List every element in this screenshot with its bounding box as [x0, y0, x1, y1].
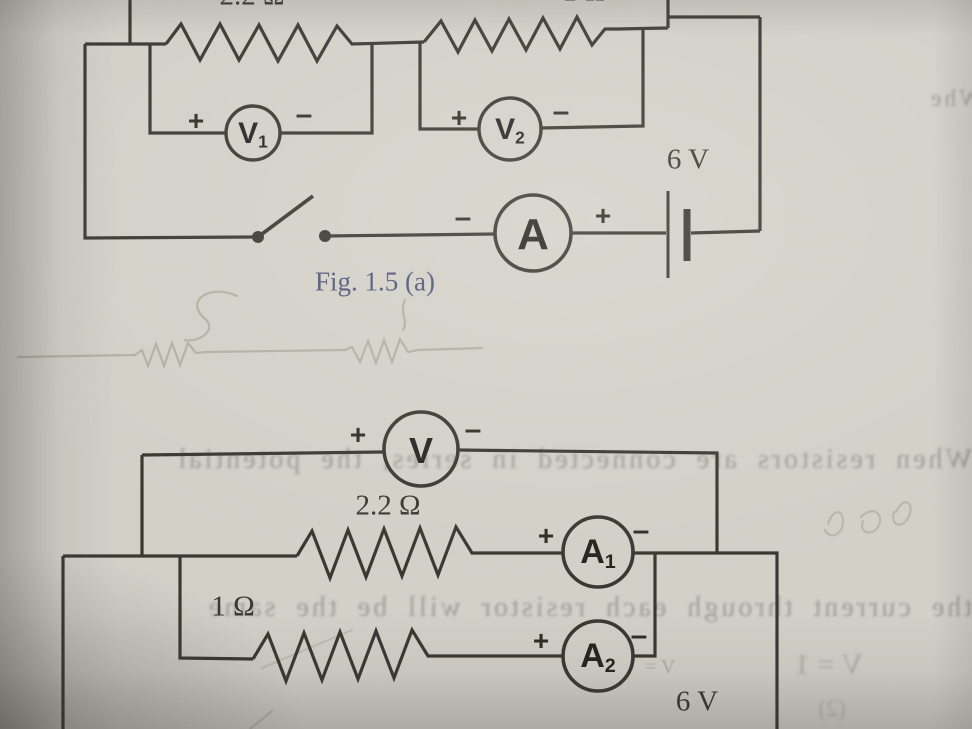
pencil-wire-line [16, 353, 137, 359]
resistor-1ohm-symbol-a [422, 13, 669, 56]
v-letter: V [408, 430, 434, 471]
v-minus-sign: – [464, 413, 482, 446]
a2-plus-sign: + [532, 625, 550, 656]
resistor-2.2ohm-symbol-b [295, 523, 563, 583]
v1-subscript: 1 [258, 131, 268, 152]
a2-letter: A [580, 637, 605, 676]
pencil-resistor-1 [133, 339, 208, 370]
a2-subscript: 2 [604, 655, 616, 678]
voltmeter-v-label: V [409, 433, 433, 469]
v-plus-sign: + [349, 419, 367, 450]
ammeter-a1-label: A1 [580, 535, 616, 573]
resistor2-label-b: 1 Ω [211, 590, 255, 623]
figure-caption: Fig. 1.5 (a) [315, 266, 435, 297]
v2-plus-sign: + [450, 102, 468, 133]
a1-minus-sign: – [632, 514, 650, 547]
resistor2-label-a: 1 Ω [562, 0, 605, 9]
v1-plus-sign: + [187, 105, 205, 136]
circuit-a-wiring [83, 0, 762, 278]
resistor1-label-b: 2.2 Ω [355, 489, 421, 522]
pencil-wire-line-2 [204, 348, 347, 354]
ammeter-minus-sign: – [454, 201, 472, 234]
ammeter-plus-sign: + [594, 200, 612, 231]
a2-minus-sign: – [630, 619, 648, 652]
pencil-s-mark [183, 290, 239, 342]
a1-letter: A [580, 533, 605, 572]
v1-minus-sign: – [295, 98, 313, 131]
v1-letter: V [238, 117, 259, 151]
switch-contact-left [252, 231, 264, 243]
voltmeter-v2-symbol [477, 96, 543, 162]
switch-lever [256, 194, 315, 239]
pencil-note: = V [645, 656, 676, 678]
voltmeter-v-symbol [382, 410, 460, 488]
ammeter-a2-label: A2 [580, 639, 616, 677]
a-letter: A [517, 210, 549, 259]
resistor-2.2ohm-symbol-a [164, 20, 425, 65]
resistor-1ohm-symbol-b [251, 626, 563, 686]
pencil-resistor-2 [343, 336, 420, 367]
battery-label-a: 6 V [666, 143, 710, 176]
pencil-stroke-bottom [248, 709, 274, 729]
v2-subscript: 2 [515, 127, 525, 148]
voltmeter-v2-label: V2 [495, 115, 525, 147]
pencil-wire-line-3 [416, 346, 484, 352]
voltmeter-v1-label: V1 [238, 119, 268, 151]
pencil-scribble-right [823, 501, 912, 537]
pencil-tick [401, 298, 407, 332]
battery-label-b: 6 V [675, 685, 719, 718]
circuit-b-wiring [61, 410, 779, 729]
v2-minus-sign: – [552, 95, 570, 128]
a1-subscript: 1 [604, 551, 616, 574]
ammeter-a-label: A [517, 213, 549, 257]
resistor1-label-a: 2.2 Ω [219, 0, 284, 13]
a1-plus-sign: + [537, 520, 555, 551]
v2-letter: V [495, 113, 516, 147]
